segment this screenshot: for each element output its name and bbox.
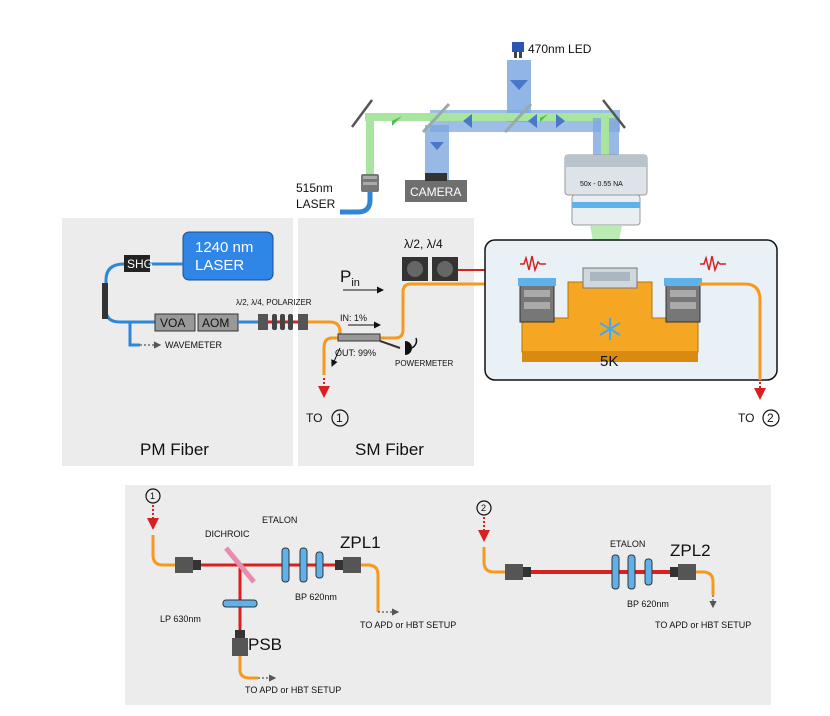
bp2-filter-icon (644, 558, 653, 586)
voa-label: VOA (160, 316, 185, 330)
in-percent: IN: 1% (340, 313, 367, 323)
waveplates-icon (402, 257, 458, 281)
fiber-mount-right (664, 278, 702, 323)
temperature-label: 5K (600, 353, 618, 370)
collimator-input1-icon (175, 557, 201, 573)
snowflake-icon (599, 318, 621, 340)
bp1-label: BP 620nm (295, 592, 337, 602)
dichroic-label: DICHROIC (205, 529, 250, 539)
collimator-psb-icon (232, 630, 248, 656)
mirror-left (350, 99, 374, 128)
camera-beam (425, 125, 449, 180)
apd2-label: TO APD or HBT SETUP (245, 685, 341, 695)
waveplates-label: λ/2, λ/4 (404, 237, 443, 251)
pin-main: P (340, 267, 351, 286)
fiber-splitter (337, 333, 381, 342)
dichroic-mirror (224, 546, 256, 584)
det-num2: 2 (481, 503, 486, 513)
bp1-filter-icon (315, 551, 324, 579)
to2-number: 2 (767, 411, 774, 425)
lp-filter-icon (222, 599, 258, 608)
camera-label: CAMERA (410, 185, 461, 199)
sample-chip (582, 267, 638, 289)
apd3-label: TO APD or HBT SETUP (655, 620, 751, 630)
to1-text: TO (306, 411, 322, 425)
lp-label: LP 630nm (160, 614, 201, 624)
led-label: 470nm LED (528, 42, 592, 56)
pulse-right-icon (700, 255, 726, 273)
wavemeter-label: WAVEMETER (165, 340, 223, 350)
sm-fiber-title: SM Fiber (355, 440, 424, 459)
detection-panel (125, 485, 771, 705)
shg (124, 255, 150, 272)
pm-fiber-title: PM Fiber (140, 440, 209, 459)
to2-text: TO (738, 411, 754, 425)
beamsplitter-2 (503, 102, 533, 134)
zpl1-label: ZPL1 (340, 533, 381, 552)
green-beam-vertical (366, 113, 374, 175)
to1-number: 1 (336, 411, 343, 425)
powermeter-label: POWERMETER (395, 359, 453, 368)
apd1-label: TO APD or HBT SETUP (360, 620, 456, 630)
aom-label: AOM (202, 316, 229, 330)
pulse-left-icon (520, 255, 546, 273)
det-num1: 1 (150, 491, 155, 501)
powermeter-icon (405, 337, 418, 355)
laser-1240-line2: LASER (195, 257, 244, 274)
led-icon (512, 42, 524, 58)
laser515-fiber (340, 192, 373, 215)
laser-1240-line1: 1240 nm (195, 239, 253, 256)
etalon1-icon (281, 547, 308, 583)
laser515-label-2: LASER (296, 197, 336, 211)
beamsplitter-1 (421, 102, 451, 134)
pin-label: Pin (340, 267, 360, 289)
etalon2-icon (611, 554, 636, 590)
green-beam-horizontal (365, 113, 615, 121)
psb-label: PSB (248, 635, 282, 654)
etalon1-label: ETALON (262, 515, 297, 525)
out-percent: OUT: 99% (335, 348, 376, 358)
collimator-zpl1-icon (335, 557, 361, 573)
etalon2-label: ETALON (610, 539, 645, 549)
output-fiber (700, 282, 762, 380)
objective-lens (564, 154, 648, 226)
laser-1240 (182, 231, 274, 281)
pin-sub: in (351, 277, 360, 289)
mirror-right (602, 99, 626, 129)
collimator-515-icon (361, 174, 379, 192)
laser515-label-1: 515nm (296, 181, 333, 195)
zpl2-label: ZPL2 (670, 541, 711, 560)
fiber-mount-left (518, 278, 556, 323)
camera (405, 180, 467, 202)
collimator-input2-icon (505, 564, 531, 580)
objective-label: 50x - 0.55 NA (580, 181, 623, 188)
polarizer-label: λ/2, λ/4, POLARIZER (236, 298, 312, 307)
bp2-label: BP 620nm (627, 599, 669, 609)
polarizer-optics (258, 314, 308, 330)
shg-label: SHG (127, 257, 153, 271)
voa (154, 313, 196, 332)
sm-fiber (308, 320, 380, 340)
collimator-zpl2-icon (670, 564, 696, 580)
